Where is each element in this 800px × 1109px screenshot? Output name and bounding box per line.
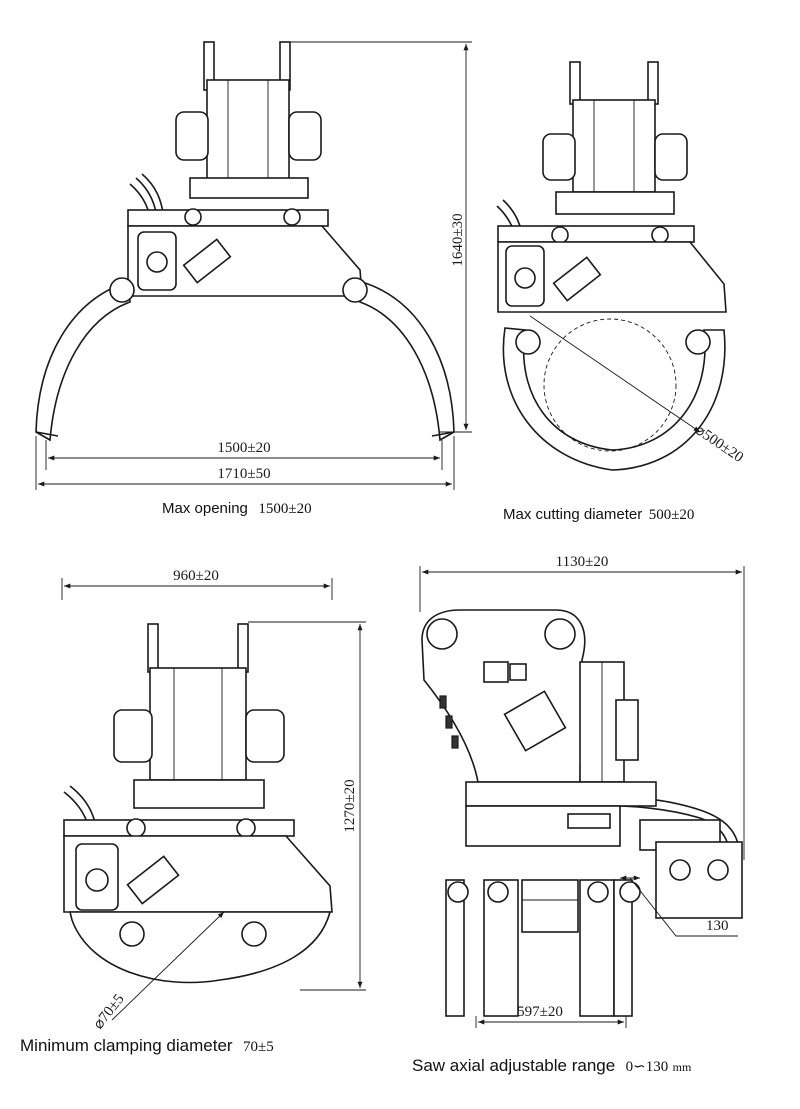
dim-width-1710: 1710±50 [217, 466, 270, 482]
view-min-clamping: 960±20 1270±20 ⌀70±5 Minimum clamping di… [20, 568, 366, 1055]
dim-width-1500: 1500±20 [217, 440, 270, 456]
caption-max-cutting: Max cutting diameter 500±20 [503, 506, 694, 523]
dim-range-130: 130 [706, 918, 729, 934]
dim-width-1130: 1130±20 [556, 554, 609, 570]
dim-width-597: 597±20 [517, 1004, 563, 1020]
dim-clamping-70: ⌀70±5 [91, 991, 128, 1032]
view-saw-axial: 1130±20 597±20 130 Saw axial adjustable … [412, 554, 745, 1075]
caption-min-clamping: Minimum clamping diameter 70±5 [20, 1036, 274, 1055]
dim-height-1270: 1270±20 [342, 779, 358, 832]
dim-width-960: 960±20 [173, 568, 219, 584]
dim-cutting-500: ⌀500±20 [692, 422, 746, 466]
dim-height-1640: 1640±30 [450, 213, 466, 266]
view-max-cutting: ⌀500±20 Max cutting diameter 500±20 [496, 61, 746, 523]
caption-max-opening: Max opening 1500±20 [162, 500, 312, 517]
view-max-opening: 1640±30 1500±20 1710±50 Max opening 1500… [35, 41, 472, 517]
caption-saw-axial: Saw axial adjustable range 0∽130 mm [412, 1056, 692, 1075]
